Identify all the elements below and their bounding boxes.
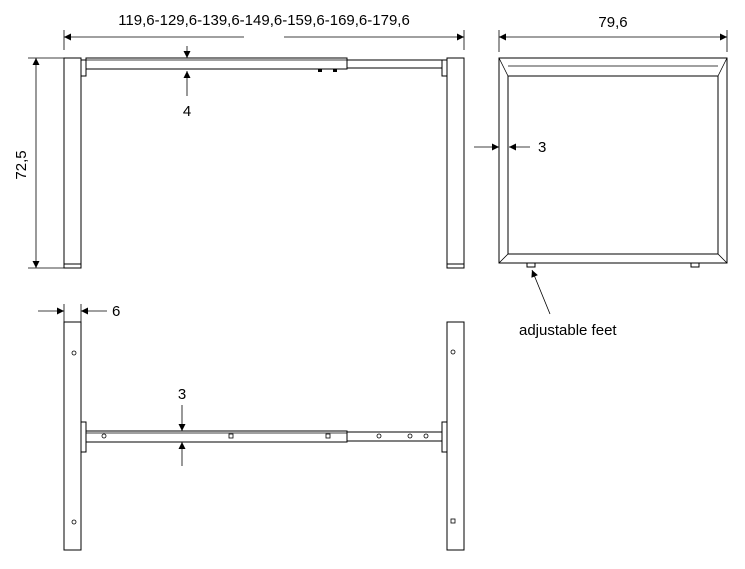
right-foot [446,263,465,269]
depth-label: 79,6 [598,14,627,31]
beam-dimension: 4 [183,46,191,120]
side-foot-left [526,262,536,268]
telescopic-beam [85,57,443,72]
width-label: 119,6-129,6-139,6-149,6-159,6-169,6-179,… [118,12,410,29]
top-beam-dimension: 3 [178,386,186,466]
top-left-leg [63,321,82,551]
leg-width-label: 6 [112,303,120,320]
top-beam-label: 3 [178,386,186,403]
feet-label: adjustable feet [519,322,617,339]
top-view: 6 [38,303,465,551]
top-right-bracket [441,421,448,453]
left-foot [63,263,82,269]
height-label: 72,5 [13,150,30,179]
height-dimension: 72,5 [13,57,64,269]
side-foot-right [690,262,700,268]
right-mount-plate [441,59,448,77]
leg-width-dimension: 6 [38,303,120,322]
thickness-dimension: 3 [474,139,546,156]
thickness-label: 3 [538,139,546,156]
side-view: 79,6 3 adjustable feet [474,14,728,339]
left-leg [63,57,82,266]
top-left-bracket [80,421,87,453]
left-mount-plate [80,59,87,77]
right-leg [446,57,465,266]
width-dimension: 119,6-129,6-139,6-149,6-159,6-169,6-179,… [63,12,465,50]
front-view: 119,6-129,6-139,6-149,6-159,6-169,6-179,… [13,12,465,269]
side-frame-inner [507,75,719,255]
top-telescopic-beam [85,430,443,443]
feet-callout: adjustable feet [519,269,617,339]
top-right-leg [446,321,465,551]
beam-height-label: 4 [183,103,191,120]
depth-dimension: 79,6 [498,14,728,52]
